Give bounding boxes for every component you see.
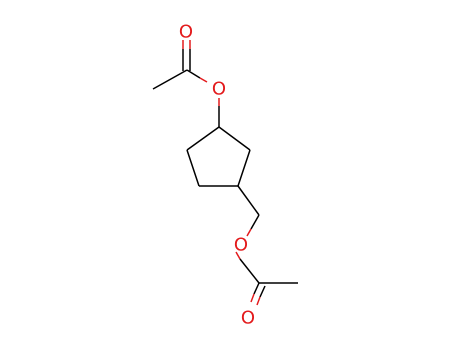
bond-carbonyl-bottom-o-double-b-red [256, 296, 261, 306]
bond-ch2-to-ester-o [250, 214, 260, 230]
atom-label-carbonyl-oxygen-bottom: O [241, 308, 255, 329]
atom-label-ester-oxygen-bottom: O [234, 235, 248, 256]
ring-bond-c5-c1 [218, 126, 251, 151]
ring-bond-c2-c3 [186, 149, 200, 187]
bond-ring-c4-to-ch2 [237, 185, 260, 216]
bond-carbonyl-bottom-to-o-double-a [253, 282, 260, 295]
ring-bond-c4-c5 [237, 149, 251, 187]
bond-ester-o-to-carbonyl-bottom [239, 258, 260, 284]
bond-carbonyl-bottom-o-double-a-red [250, 293, 255, 303]
atom-label-ester-oxygen-top: O [212, 79, 226, 100]
bond-ester-o-to-carbonyl-bottom-red [235, 251, 241, 260]
bond-ester-o-to-carbonyl-red [199, 77, 208, 83]
bond-methyl-top-to-carbonyl-c [152, 69, 188, 90]
ring-bond-c1-c2 [186, 126, 220, 151]
bond-carbonyl-c-to-ester-o [186, 69, 201, 79]
atom-label-carbonyl-oxygen-top: O [179, 22, 193, 43]
bond-ch2-to-ester-o-red [246, 228, 252, 237]
bond-carbonyl-bottom-to-o-double-b [259, 285, 266, 298]
